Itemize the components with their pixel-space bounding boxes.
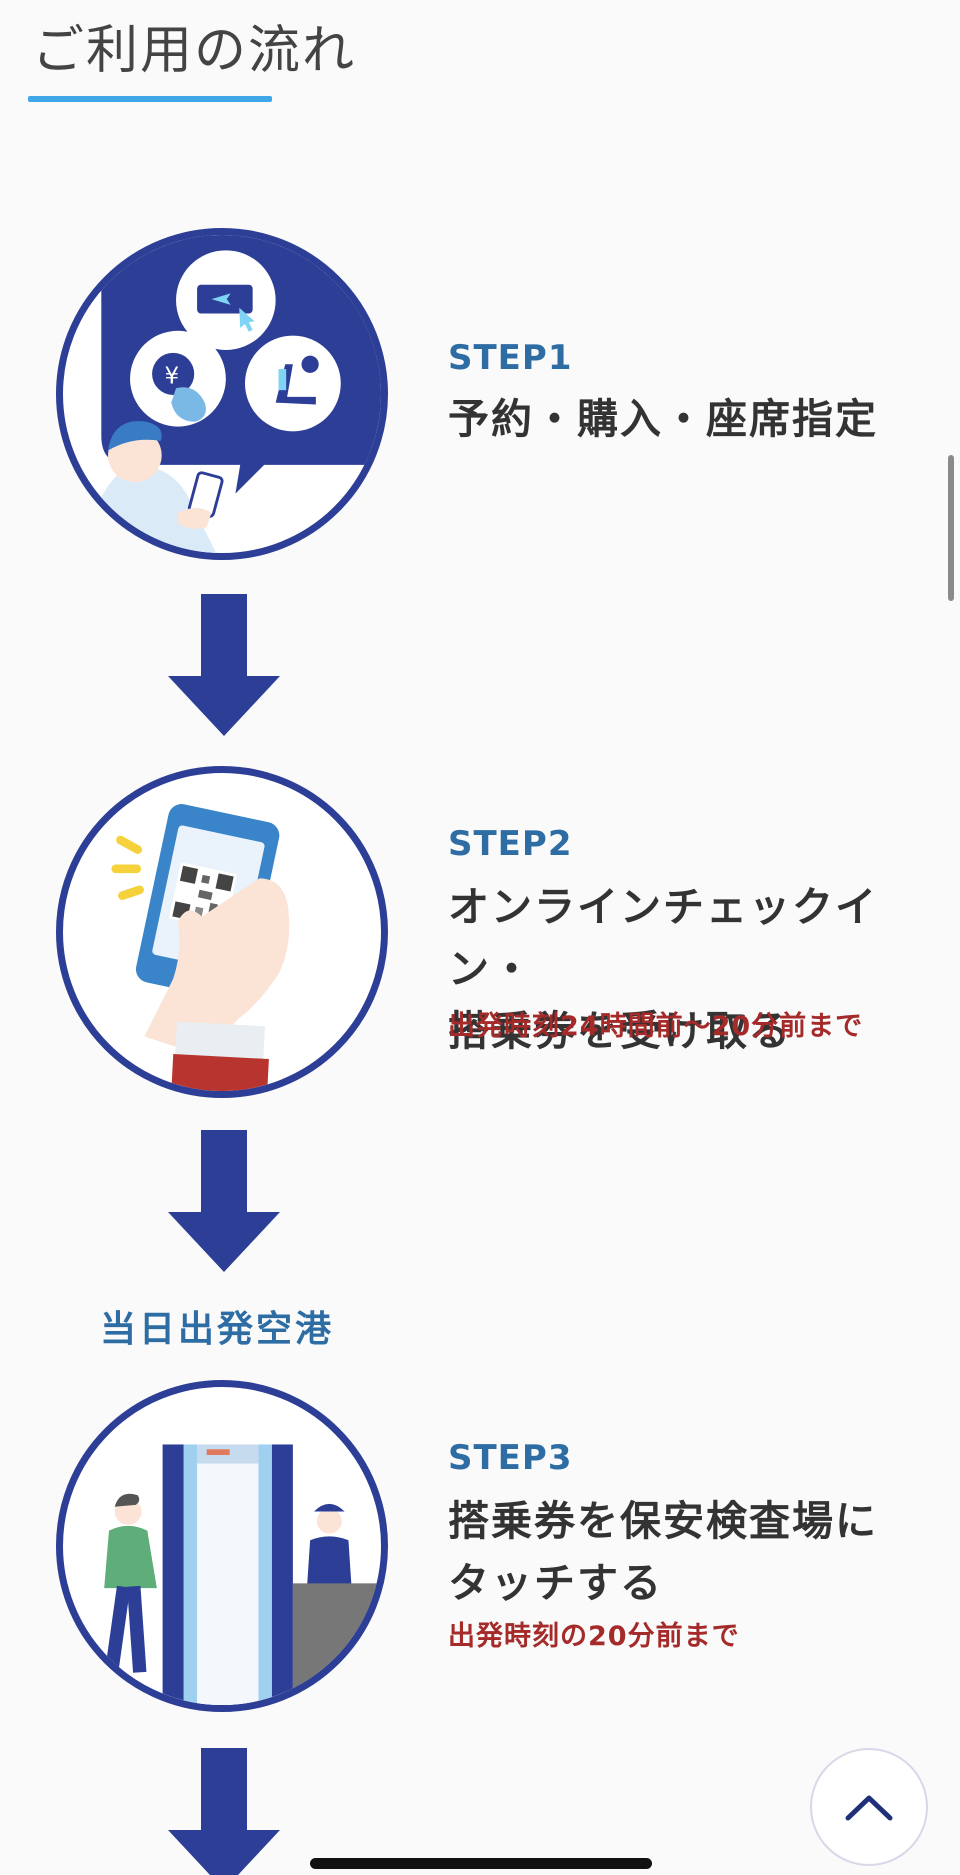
down-arrow-icon [168,1130,280,1272]
step2-title-line1: オンラインチェックイン・ [448,883,878,993]
step1-label: STEP1 [448,338,573,378]
step3-title: 搭乗券を保安検査場に タッチする [448,1490,878,1614]
step2-title: オンラインチェックイン・ 搭乗券を受け取る [448,876,960,1062]
security-gate-icon [104,1444,381,1705]
step1-title: 予約・購入・座席指定 [448,388,878,450]
down-arrow-icon [168,594,280,736]
step3-title-line1: 搭乗券を保安検査場に [448,1497,878,1545]
page-title: ご利用の流れ [32,21,357,81]
home-indicator [310,1858,652,1869]
chevron-up-icon [845,1795,893,1821]
step1-illustration: ¥ [56,228,388,560]
title-underline [28,96,272,102]
back-to-top-button[interactable] [810,1748,928,1866]
step3-title-line2: タッチする [448,1559,663,1607]
down-arrow-icon [168,1748,280,1875]
step2-title-line2: 搭乗券を受け取る [448,1007,792,1055]
step2-label: STEP2 [448,824,573,864]
step3-note: 出発時刻の20分前まで [448,1621,740,1652]
scrollbar[interactable] [948,455,954,601]
step3-label: STEP3 [448,1438,573,1478]
step3-illustration [56,1380,388,1712]
airport-label: 当日出発空港 [100,1309,335,1350]
step2-note: 出発時刻24時間前〜20分前まで [448,1011,864,1042]
booking-illustration-icon: ¥ [72,235,381,553]
smartphone-qr-icon [111,804,290,1091]
svg-text:¥: ¥ [165,363,180,389]
step1-title-line: 予約・購入・座席指定 [448,395,878,443]
step2-illustration [56,766,388,1098]
